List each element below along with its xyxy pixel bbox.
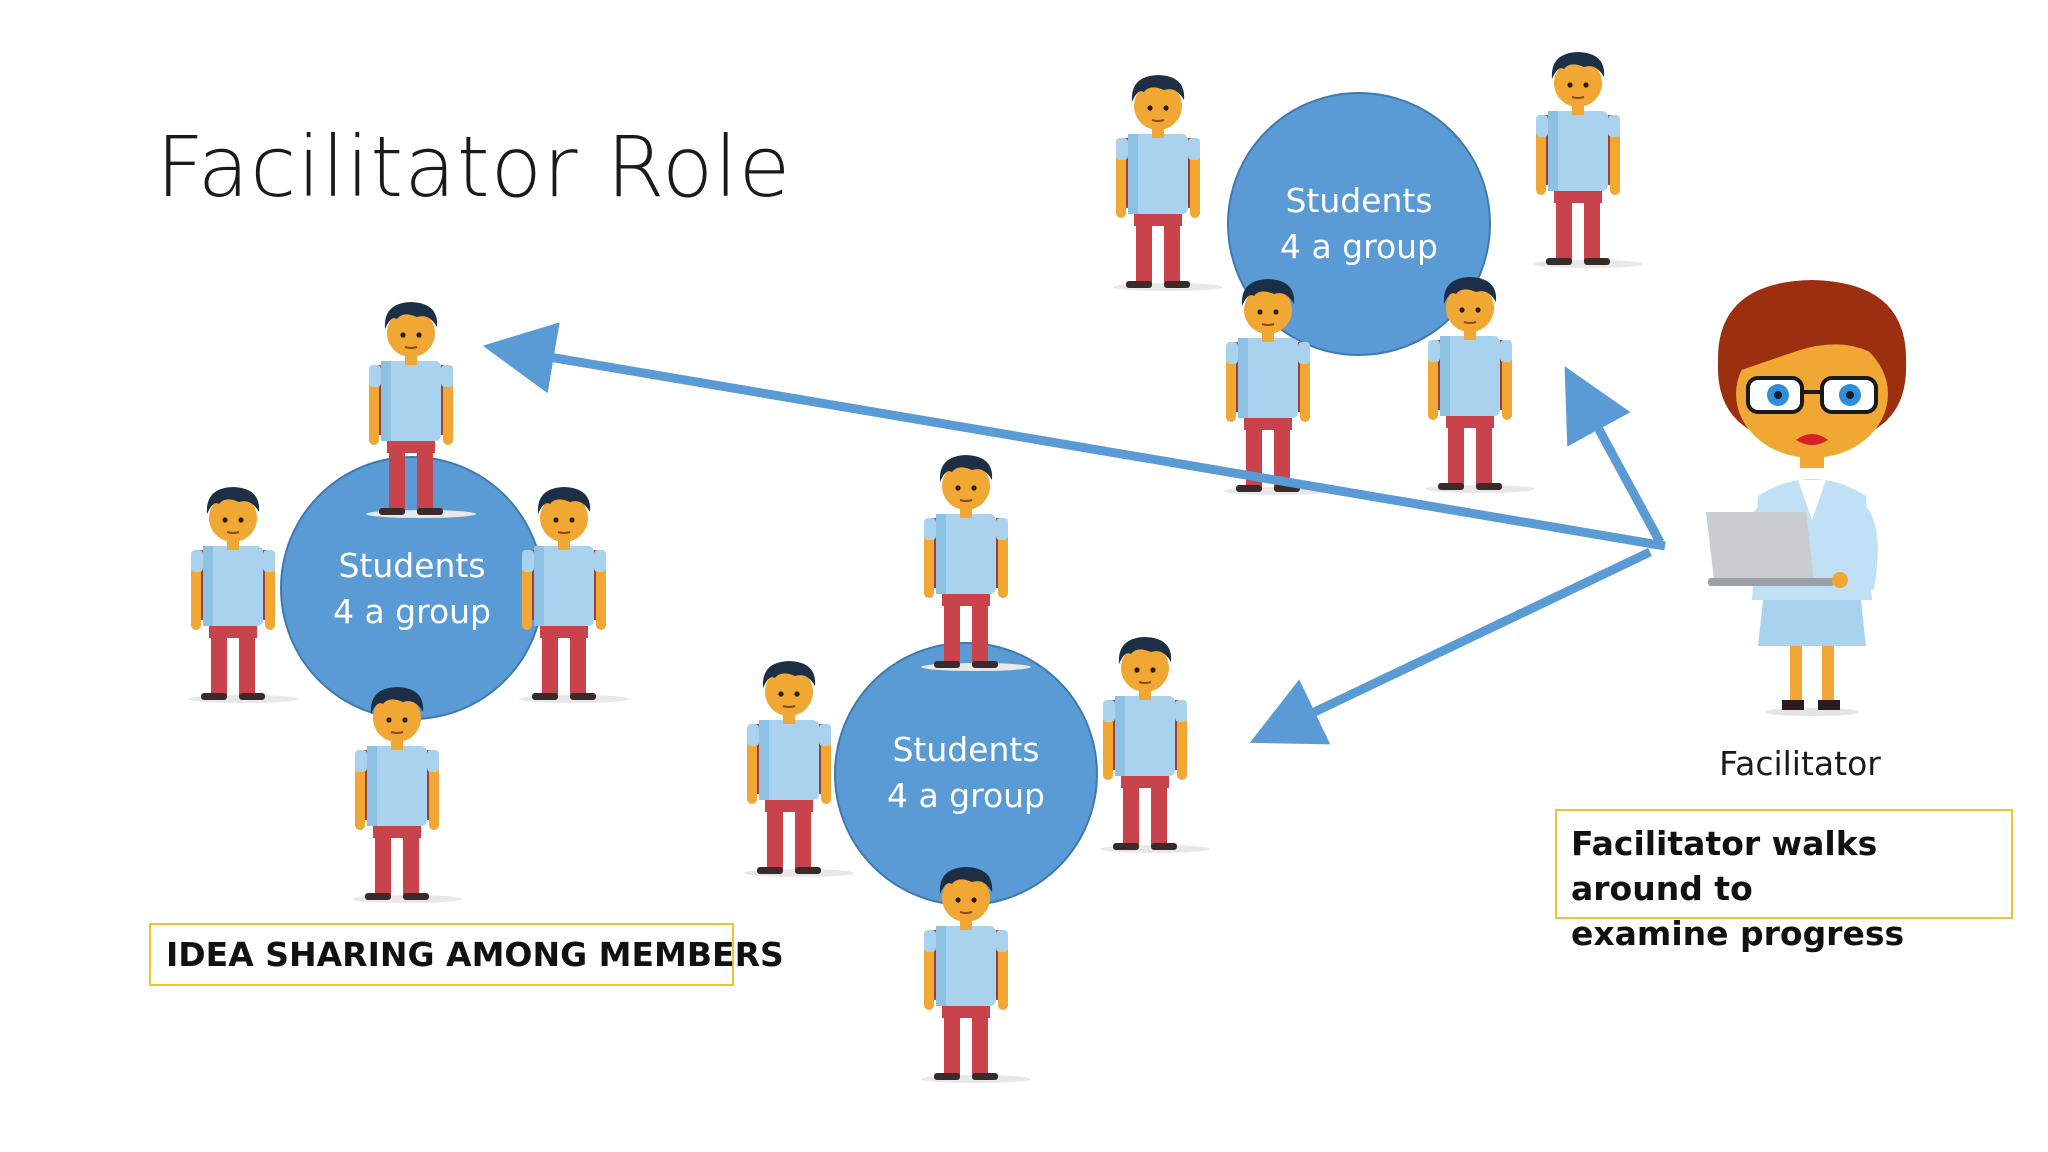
- facilitator-figure: [1706, 280, 1907, 716]
- facilitator-arrows: [482, 322, 1666, 745]
- facilitator-callout-line2: examine progress: [1571, 914, 1905, 953]
- group-label-line2: 4 a group: [886, 776, 1046, 815]
- student-figure: [1112, 74, 1224, 292]
- group-label-line1: Students: [892, 730, 1040, 769]
- arrow-to-left-group: [482, 322, 1666, 551]
- group-label-left: Students 4 a group: [292, 543, 532, 635]
- group-label-top-right: Students 4 a group: [1239, 178, 1479, 270]
- arrow-to-top-right-group: [1564, 366, 1664, 545]
- facilitator-callout: Facilitator walks around to examine prog…: [1555, 809, 2013, 953]
- group-label-line1: Students: [1285, 181, 1433, 220]
- group-label-middle: Students 4 a group: [846, 727, 1086, 819]
- group-label-line2: 4 a group: [332, 592, 492, 631]
- group-label-line2: 4 a group: [1279, 227, 1439, 266]
- student-figure: [351, 686, 463, 904]
- group-label-line1: Students: [338, 546, 486, 585]
- arrow-to-middle-group: [1249, 547, 1652, 745]
- student-figure: [920, 454, 1032, 672]
- student-figure: [518, 486, 630, 704]
- student-figure: [1099, 636, 1211, 854]
- facilitator-label: Facilitator: [1719, 744, 1881, 783]
- idea-sharing-callout: IDEA SHARING AMONG MEMBERS: [149, 923, 784, 986]
- student-figure: [1532, 51, 1644, 269]
- slide-title: Facilitator Role: [156, 118, 792, 216]
- facilitator-callout-line1: Facilitator walks around to: [1571, 824, 1878, 908]
- group-circle-top-right: [1227, 92, 1491, 356]
